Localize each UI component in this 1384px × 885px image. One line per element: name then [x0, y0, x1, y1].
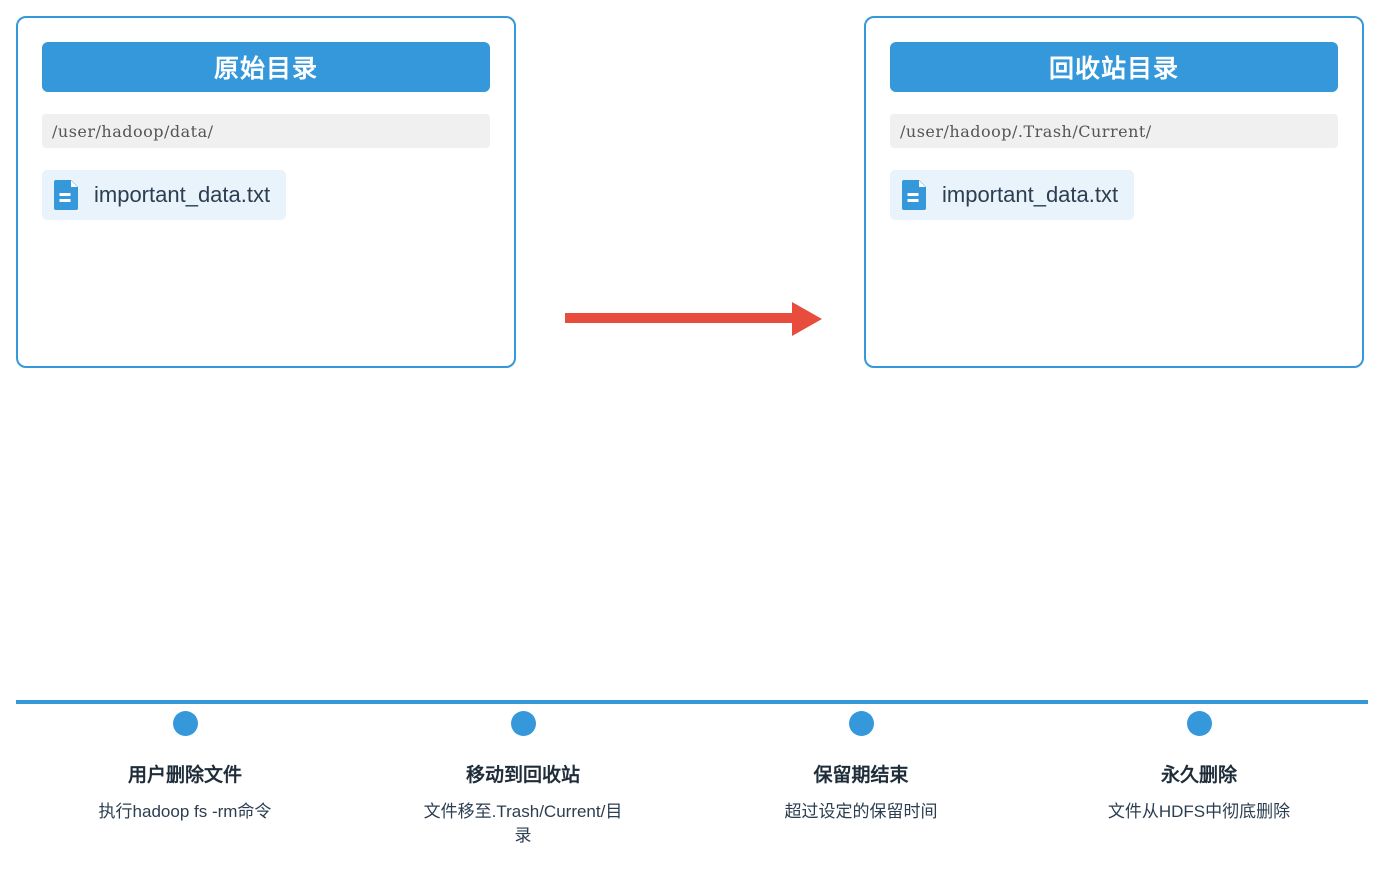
timeline-dot-icon — [510, 711, 536, 736]
source-directory-title: 原始目录 — [42, 42, 490, 92]
document-icon — [902, 180, 926, 210]
document-icon — [54, 180, 78, 210]
timeline-step-title: 保留期结束 — [813, 765, 909, 786]
trash-file-item[interactable]: important_data.txt — [890, 170, 1135, 220]
timeline-axis-line — [16, 700, 1368, 704]
source-file-name: important_data.txt — [94, 182, 271, 207]
trash-directory-card: 回收站目录 /user/hadoop/.Trash/Current/ impor… — [864, 16, 1364, 368]
timeline-step-1[interactable]: 用户删除文件 执行hadoop fs -rm命令 — [16, 700, 354, 848]
timeline-step-3[interactable]: 保留期结束 超过设定的保留时间 — [692, 700, 1030, 848]
timeline-step-desc: 执行hadoop fs -rm命令 — [98, 802, 272, 821]
right-arrow-icon — [565, 302, 822, 336]
trash-directory-title: 回收站目录 — [890, 42, 1338, 92]
source-directory-card: 原始目录 /user/hadoop/data/ important_data.t… — [16, 16, 516, 368]
timeline-step-title: 用户删除文件 — [127, 765, 242, 786]
source-directory-path: /user/hadoop/data/ — [42, 114, 490, 148]
trash-directory-path: /user/hadoop/.Trash/Current/ — [890, 114, 1338, 148]
directory-comparison-stage: 原始目录 /user/hadoop/data/ important_data.t… — [0, 0, 1384, 380]
timeline-step-2[interactable]: 移动到回收站 文件移至.Trash/Current/目录 — [354, 700, 692, 848]
timeline-step-4[interactable]: 永久删除 文件从HDFS中彻底删除 — [1030, 700, 1368, 848]
timeline-step-desc: 超过设定的保留时间 — [784, 802, 938, 821]
timeline-dot-icon — [1186, 711, 1212, 736]
timeline-step-desc: 文件从HDFS中彻底删除 — [1107, 802, 1291, 821]
source-file-item[interactable]: important_data.txt — [42, 170, 287, 220]
timeline-step-desc: 文件移至.Trash/Current/目录 — [423, 802, 623, 846]
timeline-steps: 用户删除文件 执行hadoop fs -rm命令 移动到回收站 文件移至.Tra… — [16, 700, 1368, 848]
timeline-dot-icon — [172, 711, 198, 736]
timeline-step-title: 永久删除 — [1160, 765, 1237, 786]
timeline-dot-icon — [848, 711, 874, 736]
timeline-step-title: 移动到回收站 — [465, 765, 580, 786]
trash-file-name: important_data.txt — [942, 182, 1119, 207]
